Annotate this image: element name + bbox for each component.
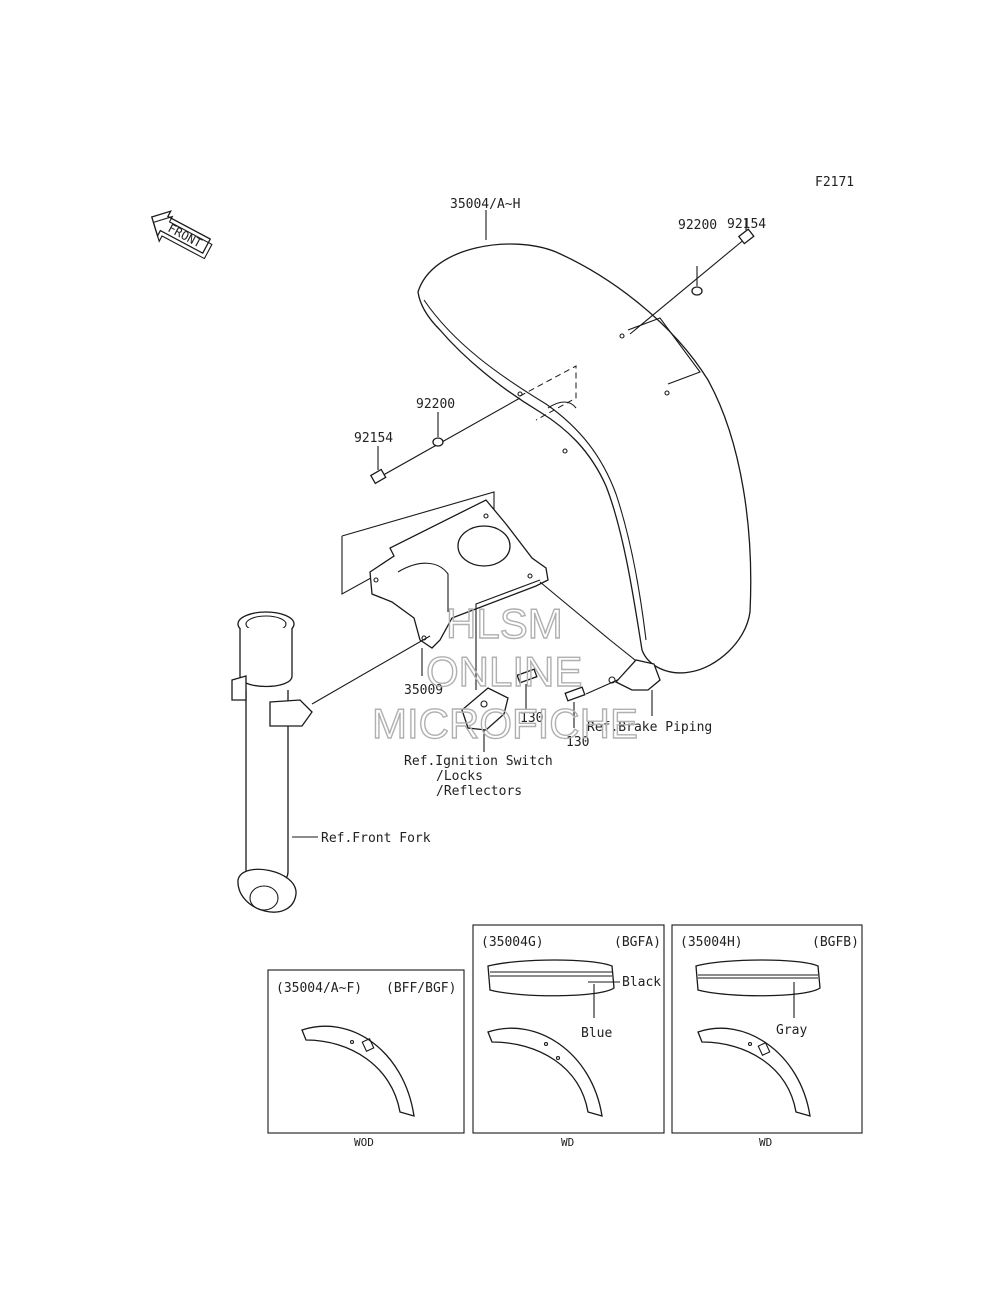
variant-2-stripe-black: Black — [622, 975, 661, 990]
callout-bolt-right: 92154 — [727, 217, 766, 232]
washer-92200-left[interactable] — [432, 437, 444, 447]
brake-piping-clamp[interactable] — [608, 659, 661, 691]
watermark-line-3: MICROFICHE — [372, 700, 638, 747]
bolt-130-b[interactable] — [564, 686, 586, 702]
variant-2-top-view — [487, 959, 615, 997]
callout-bolt-left: 92154 — [354, 431, 393, 446]
variant-2-footer: WD — [561, 1136, 574, 1149]
bolt-92154-right[interactable] — [737, 228, 755, 245]
callout-ignition-1: Ref.Ignition Switch — [404, 754, 553, 769]
watermark-line-1: HLSM — [446, 600, 563, 647]
variant-2-stripe-blue: Blue — [581, 1026, 612, 1041]
variant-3-fender-profile — [697, 1027, 811, 1117]
callout-bolt-a: 130 — [520, 711, 543, 726]
brake-ref-line — [539, 581, 641, 665]
bracket-35009[interactable] — [369, 499, 549, 649]
callout-brake: Ref.Brake Piping — [587, 720, 712, 735]
front-direction-arrow-icon: FRONT — [150, 210, 213, 260]
bolt-130-a[interactable] — [516, 668, 538, 684]
variant-box-2: (35004G) (BGFA) Black Blue WD — [472, 924, 665, 1149]
left-mount-guide — [519, 365, 577, 421]
variant-1-footer: WOD — [354, 1136, 374, 1149]
bolt-92154-left[interactable] — [369, 468, 387, 485]
fork-to-bracket-line — [311, 635, 431, 705]
variant-1-fender-profile — [301, 1025, 415, 1117]
variant-box-1: (35004/A~F) (BFF/BGF) WOD — [267, 969, 465, 1149]
front-fork-leg[interactable] — [231, 611, 313, 913]
washer-92200-right[interactable] — [691, 286, 703, 296]
ignition-switch-bracket[interactable] — [461, 687, 509, 731]
callout-fork: Ref.Front Fork — [321, 831, 431, 846]
variant-2-fender-profile — [487, 1027, 603, 1117]
variant-2-code: (35004G) — [481, 935, 544, 950]
callout-ignition-2: /Locks — [436, 769, 483, 784]
variant-1-color-code: (BFF/BGF) — [386, 981, 456, 996]
callout-ignition-3: /Reflectors — [436, 784, 522, 799]
variant-3-footer: WD — [759, 1136, 772, 1149]
callout-fender: 35004/A~H — [450, 197, 520, 212]
callout-bracket: 35009 — [404, 683, 443, 698]
callout-bolt-b: 130 — [566, 735, 589, 750]
variant-2-color-code: (BGFA) — [614, 935, 661, 950]
callout-washer-left: 92200 — [416, 397, 455, 412]
callout-washer-right: 92200 — [678, 218, 717, 233]
variant-3-code: (35004H) — [680, 935, 743, 950]
left-mount-axis — [377, 397, 521, 479]
variant-1-code: (35004/A~F) — [276, 981, 362, 996]
variant-box-3: (35004H) (BGFB) Gray WD — [671, 924, 863, 1149]
watermark-line-2: ONLINE — [426, 648, 582, 695]
right-mount-guide — [627, 317, 701, 385]
figure-code: F2171 — [815, 175, 854, 190]
right-mount-axis — [629, 237, 747, 335]
variant-3-stripe-gray: Gray — [776, 1023, 807, 1038]
ignition-ref-line — [475, 579, 541, 690]
variant-3-color-code: (BGFB) — [812, 935, 859, 950]
